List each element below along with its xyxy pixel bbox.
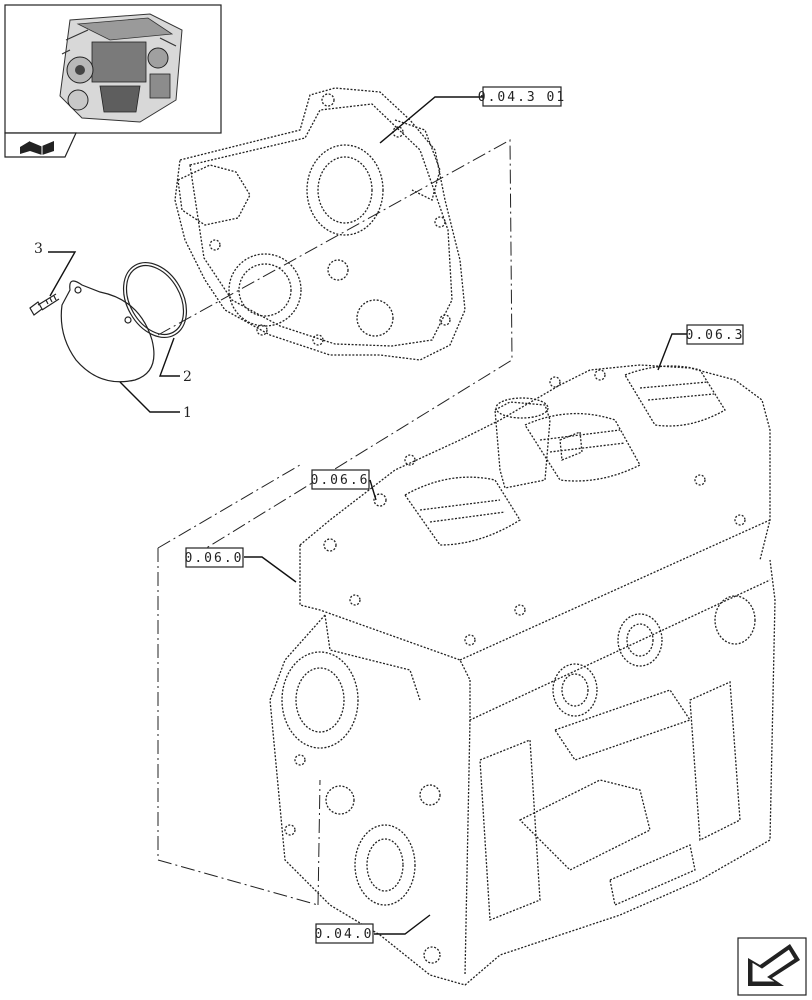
bolt <box>29 293 60 316</box>
next-page-arrow-icon <box>748 944 800 986</box>
callout-3: 3 <box>34 241 43 257</box>
ref-box-cylinder-head[interactable]: 0.06.0 <box>185 547 244 568</box>
ref-valve-cover-label: 0.06.6 <box>311 473 370 488</box>
callout-2: 2 <box>183 369 192 385</box>
o-ring <box>122 262 188 338</box>
engine-block-drawing <box>269 364 776 986</box>
ref-box-valve-cover[interactable]: 0.06.6 <box>311 469 370 490</box>
engine-thumbnail[interactable] <box>4 4 222 158</box>
ref-box-timing-cover[interactable]: 0.04.3 01 <box>478 86 566 107</box>
next-page-button[interactable] <box>737 937 807 996</box>
ref-cylinder-head-label: 0.06.0 <box>185 551 244 566</box>
cover-plate <box>60 280 155 383</box>
ref-head-cover-label: 0.06.3 <box>686 328 745 343</box>
ref-engine-block-label: 0.04.0 <box>315 927 374 942</box>
timing-cover-drawing <box>174 87 466 361</box>
engine-thumbnail-icon <box>59 13 183 123</box>
ref-timing-cover-label: 0.04.3 01 <box>478 90 566 105</box>
projection-lines <box>157 139 513 906</box>
ref-box-head-cover[interactable]: 0.06.3 <box>686 324 745 345</box>
callout-1: 1 <box>183 405 192 421</box>
leader-lines <box>48 96 687 935</box>
open-book-icon <box>20 140 54 155</box>
ref-box-engine-block[interactable]: 0.04.0 <box>315 923 374 944</box>
